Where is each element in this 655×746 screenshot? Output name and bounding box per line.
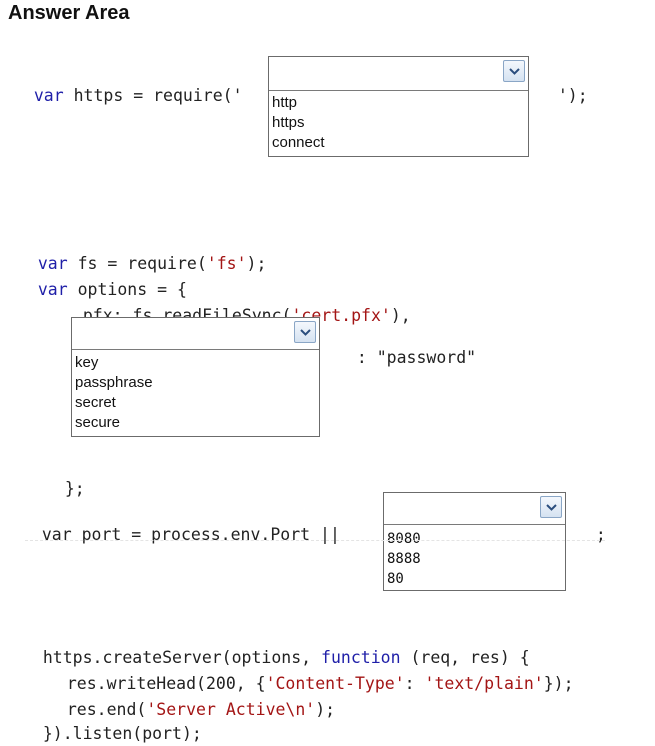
code-line-options: var options = { <box>18 254 187 302</box>
faint-divider <box>25 540 605 542</box>
code-text: '); <box>557 86 588 105</box>
port-dropdown[interactable]: 8080 8888 80 <box>383 492 566 591</box>
code-line-require-fs: var fs = require('fs'); <box>18 228 267 276</box>
code-text: ), <box>390 306 411 325</box>
code-text: res.writeHead(200, { <box>66 674 266 693</box>
code-line-require-close: '); <box>538 60 588 108</box>
code-text: }); <box>543 674 574 693</box>
code-text: : "password" <box>356 348 477 367</box>
port-option-80[interactable]: 80 <box>387 571 404 587</box>
code-line-close-options: }; <box>45 453 85 501</box>
chevron-down-icon <box>300 329 311 336</box>
chevron-down-icon <box>509 68 520 75</box>
code-line-require-https: var https = require(' <box>14 60 243 108</box>
code-text: var port = process.env.Port || <box>41 525 340 544</box>
code-text: : <box>404 674 425 693</box>
option-key-dropdown-button[interactable] <box>294 321 316 343</box>
port-dropdown-field[interactable] <box>384 493 565 525</box>
option-key-dropdown-field[interactable] <box>72 318 319 350</box>
port-dropdown-button[interactable] <box>540 496 562 518</box>
chevron-down-icon <box>546 504 557 511</box>
option-key-list: key passphrase secret secure <box>72 353 319 433</box>
code-text: ; <box>595 525 606 544</box>
code-line-port-end: ; <box>576 499 606 547</box>
code-line-port: var port = process.env.Port || <box>22 499 340 547</box>
code-text: options = { <box>77 280 187 299</box>
module-options-list: http https connect <box>269 93 528 153</box>
code-text: https = require(' <box>73 86 243 105</box>
code-line-password: : "password" <box>337 322 476 370</box>
module-option-http[interactable]: http <box>272 94 298 111</box>
code-line-create-server: https.createServer(options, function (re… <box>23 622 530 670</box>
code-text: ); <box>246 254 267 273</box>
code-line-listen: }).listen(port); <box>23 698 202 746</box>
module-dropdown-button[interactable] <box>503 60 525 82</box>
module-option-connect[interactable]: connect <box>272 134 325 151</box>
code-line-write-head: res.writeHead(200, {'Content-Type': 'tex… <box>47 648 574 696</box>
code-string: 'fs' <box>206 254 247 273</box>
keyword-function: function <box>321 648 401 667</box>
module-option-https[interactable]: https <box>272 114 305 131</box>
port-option-8080[interactable]: 8080 <box>387 531 421 547</box>
code-string: 'Content-Type' <box>265 674 405 693</box>
code-text: res.end( <box>66 700 147 719</box>
option-key-dropdown[interactable]: key passphrase secret secure <box>71 317 320 437</box>
key-option-secret[interactable]: secret <box>75 394 116 411</box>
key-option-key[interactable]: key <box>75 354 99 371</box>
code-text: ); <box>315 700 336 719</box>
code-text: }; <box>64 479 85 498</box>
keyword-var: var <box>33 86 64 105</box>
module-dropdown[interactable]: http https connect <box>268 56 529 157</box>
code-text: fs = require( <box>77 254 207 273</box>
answer-area-title: Answer Area <box>8 2 130 24</box>
keyword-var: var <box>37 254 68 273</box>
key-option-passphrase[interactable]: passphrase <box>75 374 153 391</box>
keyword-var: var <box>37 280 68 299</box>
code-line-res-end: res.end('Server Active\n'); <box>47 674 335 722</box>
key-option-secure[interactable]: secure <box>75 414 121 431</box>
code-string: 'Server Active\n' <box>146 700 316 719</box>
module-dropdown-field[interactable] <box>269 57 528 91</box>
code-text: (req, res) { <box>400 648 530 667</box>
code-text: }).listen(port); <box>42 724 202 743</box>
port-options-list: 8080 8888 80 <box>384 529 565 589</box>
port-option-8888[interactable]: 8888 <box>387 551 421 567</box>
code-string: 'text/plain' <box>424 674 544 693</box>
code-text: https.createServer(options, <box>42 648 322 667</box>
